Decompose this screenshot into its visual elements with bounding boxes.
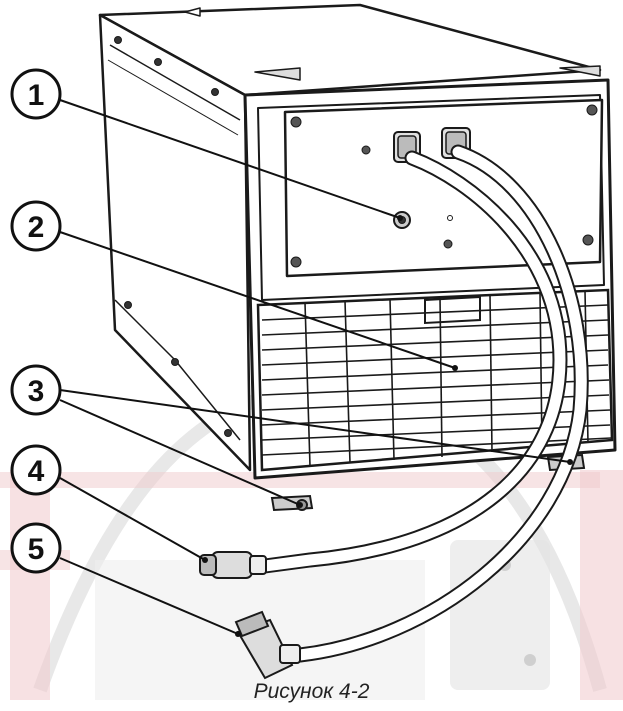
hose-end-fittings <box>199 551 301 680</box>
callout-4-label: 4 <box>28 455 45 488</box>
leader-3a <box>59 389 571 463</box>
callout-5-label: 5 <box>28 533 45 566</box>
callout-4: 4 <box>10 444 62 496</box>
hoses <box>257 144 589 663</box>
ventilation-grille <box>256 288 614 472</box>
callout-2-label: 2 <box>28 211 45 244</box>
leader-3b <box>59 399 301 506</box>
connector-panel <box>283 98 604 278</box>
figure-caption: Рисунок 4-2 <box>253 680 370 703</box>
straight-connector <box>199 551 267 579</box>
callout-1: 1 <box>10 68 62 120</box>
callout-3: 3 <box>10 364 62 416</box>
leader-lines <box>59 99 571 635</box>
leader-dots <box>202 215 573 637</box>
callout-3-label: 3 <box>28 375 45 408</box>
callout-5: 5 <box>10 522 62 574</box>
callouts: 1 2 3 4 5 <box>10 68 62 574</box>
cabinet-left-side <box>98 13 252 472</box>
leader-2 <box>59 231 456 369</box>
callout-1-label: 1 <box>28 79 45 112</box>
angled-connector <box>234 610 301 680</box>
leader-4 <box>59 477 206 561</box>
callout-2: 2 <box>10 200 62 252</box>
leader-5 <box>59 557 239 635</box>
leader-1 <box>59 99 401 219</box>
